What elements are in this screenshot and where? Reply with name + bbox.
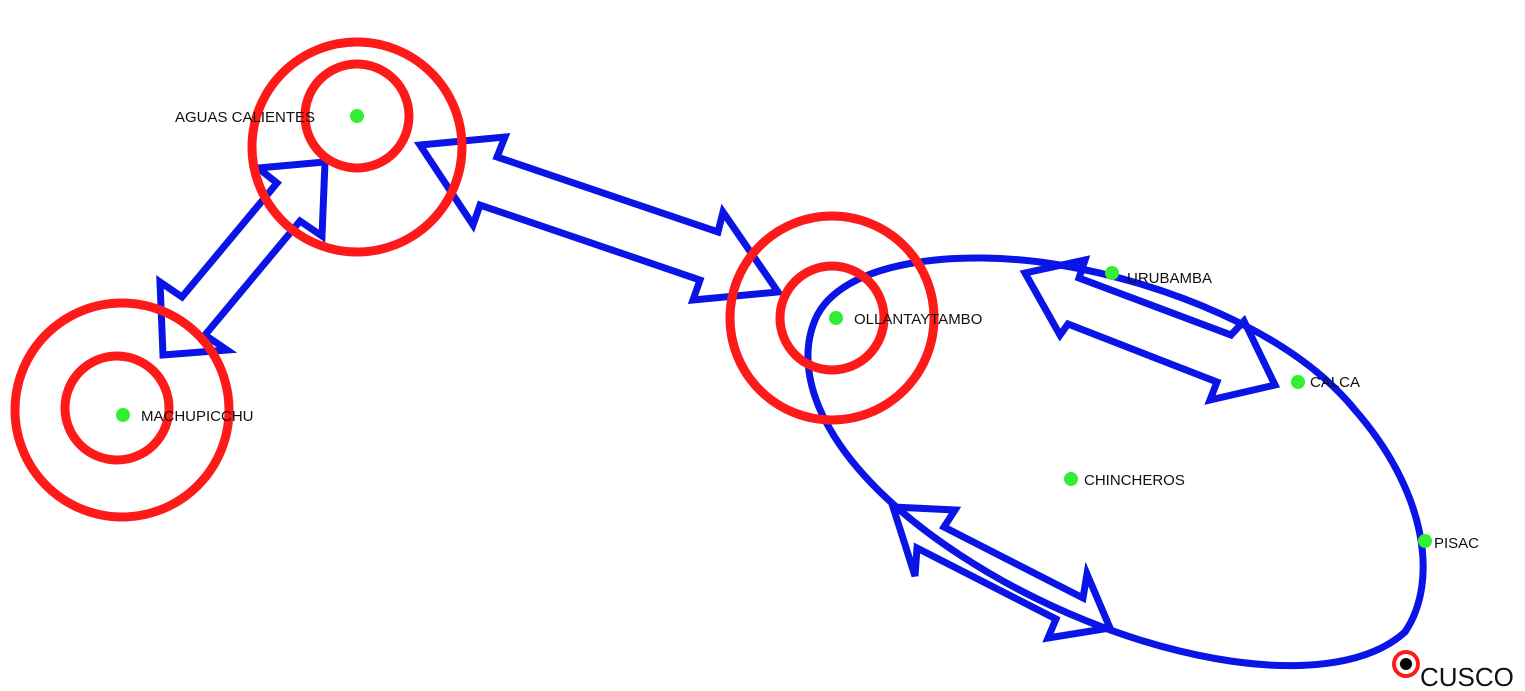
rings-machupicchu (10, 298, 234, 522)
town-dot-pisac (1418, 534, 1432, 548)
town-dot-chincheros (1064, 472, 1078, 486)
town-dot-ollantaytambo (829, 311, 843, 325)
town-dot-machupicchu (116, 408, 130, 422)
rings-ollantaytambo (725, 211, 939, 425)
arrow-urubamba-calca (1019, 255, 1281, 405)
rings-aguas-calientes (247, 37, 467, 257)
origin-marker-cusco (1392, 650, 1420, 678)
arrow-aguascalientes-ollantaytambo (413, 132, 785, 304)
town-dot-calca (1291, 375, 1305, 389)
town-dot-urubamba (1105, 266, 1119, 280)
label-cusco: CUSCO (1420, 662, 1514, 691)
town-dot-aguas-calientes (350, 109, 364, 123)
label-aguas-calientes: AGUAS CALIENTES (175, 109, 315, 126)
label-calca: CALCA (1310, 374, 1360, 391)
arrow-ollantaytambo-cusco (888, 503, 1115, 643)
label-ollantaytambo: OLLANTAYTAMBO (854, 311, 982, 328)
label-pisac: PISAC (1434, 535, 1479, 552)
label-machupicchu: MACHUPICCHU (141, 408, 254, 425)
label-urubamba: URUBAMBA (1127, 270, 1212, 287)
label-chincheros: CHINCHEROS (1084, 472, 1185, 489)
